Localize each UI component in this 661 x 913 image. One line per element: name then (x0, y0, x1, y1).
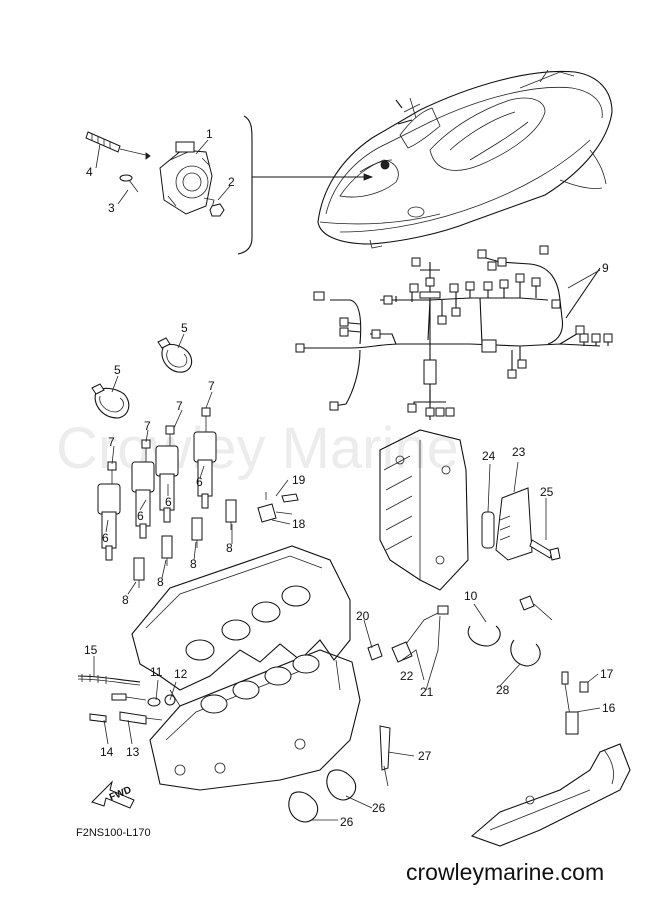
electrical-box (379, 429, 469, 591)
callout-17: 17 (600, 667, 614, 681)
callout-4: 4 (86, 165, 93, 179)
callout-7-d: 7 (108, 435, 115, 449)
callout-24: 24 (482, 449, 496, 463)
callout-11: 11 (150, 665, 163, 679)
callout-1: 1 (206, 127, 213, 141)
callout-6-b: 6 (137, 509, 144, 523)
callout-12: 12 (174, 667, 188, 681)
callout-10: 10 (464, 589, 478, 603)
callout-20: 20 (356, 609, 370, 623)
callout-28: 28 (496, 683, 510, 697)
site-name: crowleymarine.com (406, 859, 604, 885)
sensor-20-22 (367, 605, 449, 663)
callout-26-b: 26 (372, 801, 386, 815)
throttle-body-assembly (85, 131, 225, 217)
hose-band-parts (91, 337, 193, 419)
callout-22: 22 (400, 669, 414, 683)
spark-plugs (133, 499, 237, 588)
sensors-16-17 (561, 671, 589, 735)
watercraft-illustration (317, 69, 613, 249)
callout-14: 14 (100, 745, 114, 759)
clamps-10-28 (467, 595, 553, 667)
callout-15: 15 (84, 643, 98, 657)
ignition-coils (97, 407, 217, 561)
diagram-code: F2NS100-L170 (76, 827, 151, 839)
fwd-direction-arrow: FWD (91, 780, 135, 809)
callout-27: 27 (418, 749, 432, 763)
callout-19: 19 (292, 473, 306, 487)
callout-13: 13 (126, 745, 140, 759)
callout-8-c: 8 (157, 575, 164, 589)
callout-2: 2 (228, 175, 235, 189)
callout-16: 16 (602, 701, 616, 715)
sensor-18-19 (257, 492, 299, 523)
callout-7-b: 7 (176, 399, 183, 413)
callout-6-a: 6 (102, 531, 109, 545)
callout-18: 18 (292, 517, 306, 531)
sensors-11-15 (77, 674, 176, 725)
wiring-harness (295, 245, 613, 420)
callout-7-c: 7 (144, 419, 151, 433)
callout-25: 25 (540, 485, 554, 499)
callout-26-a: 26 (340, 815, 354, 829)
callout-6-d: 6 (196, 475, 203, 489)
callout-5-top: 5 (181, 321, 188, 335)
callout-8-b: 8 (190, 557, 197, 571)
callout-23: 23 (512, 445, 526, 459)
exhaust-pipe (470, 743, 631, 847)
ties-26-27 (288, 725, 391, 823)
leader-lines (93, 139, 601, 821)
callout-3: 3 (108, 201, 115, 215)
callout-8-a: 8 (226, 541, 233, 555)
callout-21: 21 (420, 685, 434, 699)
watermark: Crowley Marine (56, 416, 459, 481)
engine-cylinder-head (131, 545, 361, 791)
callout-numbers: 1 2 3 4 5 5 6 6 6 6 7 7 7 7 8 8 8 8 9 10… (84, 127, 616, 829)
callout-9: 9 (602, 261, 609, 275)
callout-6-c: 6 (165, 495, 172, 509)
callout-5-left: 5 (114, 363, 121, 377)
ecu-module-parts (481, 487, 561, 561)
callout-bracket (237, 115, 374, 255)
callout-7-a: 7 (208, 379, 215, 393)
callout-8-d: 8 (122, 593, 129, 607)
